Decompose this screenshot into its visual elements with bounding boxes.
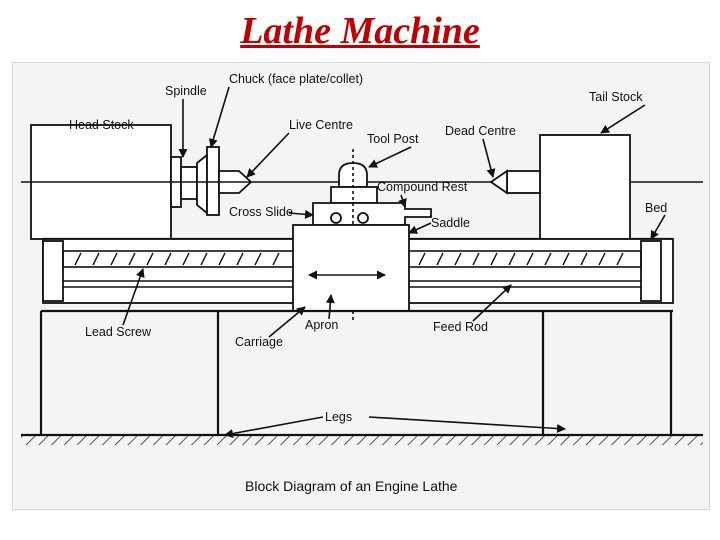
tail-stock [539, 134, 631, 240]
ground-hatch [21, 435, 703, 445]
label-lead-screw: Lead Screw [85, 325, 152, 339]
bed-right-end [640, 240, 662, 302]
bed-left-end [42, 240, 64, 302]
chuck [196, 153, 208, 215]
diagram-caption: Block Diagram of an Engine Lathe [245, 478, 458, 494]
label-compound-rest: Compound Rest [377, 180, 468, 194]
slide-title: Lathe Machine [240, 10, 480, 52]
lathe-diagram: Spindle Chuck (face plate/collet) Tail S… [21, 72, 703, 494]
label-head-stock: Head Stock [69, 118, 134, 132]
carriage-apron [292, 224, 410, 312]
diagram-frame: Spindle Chuck (face plate/collet) Tail S… [12, 62, 710, 510]
chuck-face [206, 146, 220, 216]
label-tail-stock: Tail Stock [589, 90, 643, 104]
label-cross-slide: Cross Slide [229, 205, 293, 219]
lead-screw-threads [74, 252, 624, 266]
label-bed: Bed [645, 201, 667, 215]
leader-lines [122, 86, 666, 438]
cross-slide [312, 202, 432, 226]
label-chuck: Chuck (face plate/collet) [229, 72, 363, 86]
dead-centre [489, 169, 508, 195]
cross-slide-screw-right [357, 212, 369, 224]
label-apron: Apron [305, 318, 338, 332]
tail-quill [506, 170, 541, 194]
label-tool-post: Tool Post [367, 132, 419, 146]
label-spindle: Spindle [165, 84, 207, 98]
spindle-nose [180, 166, 198, 200]
cross-slide-screw-left [330, 212, 342, 224]
label-legs: Legs [325, 410, 352, 424]
compound-rest [330, 186, 378, 204]
label-feed-rod: Feed Rod [433, 320, 488, 334]
label-live-centre: Live Centre [289, 118, 353, 132]
label-dead-centre: Dead Centre [445, 124, 516, 138]
label-carriage: Carriage [235, 335, 283, 349]
label-saddle: Saddle [431, 216, 470, 230]
